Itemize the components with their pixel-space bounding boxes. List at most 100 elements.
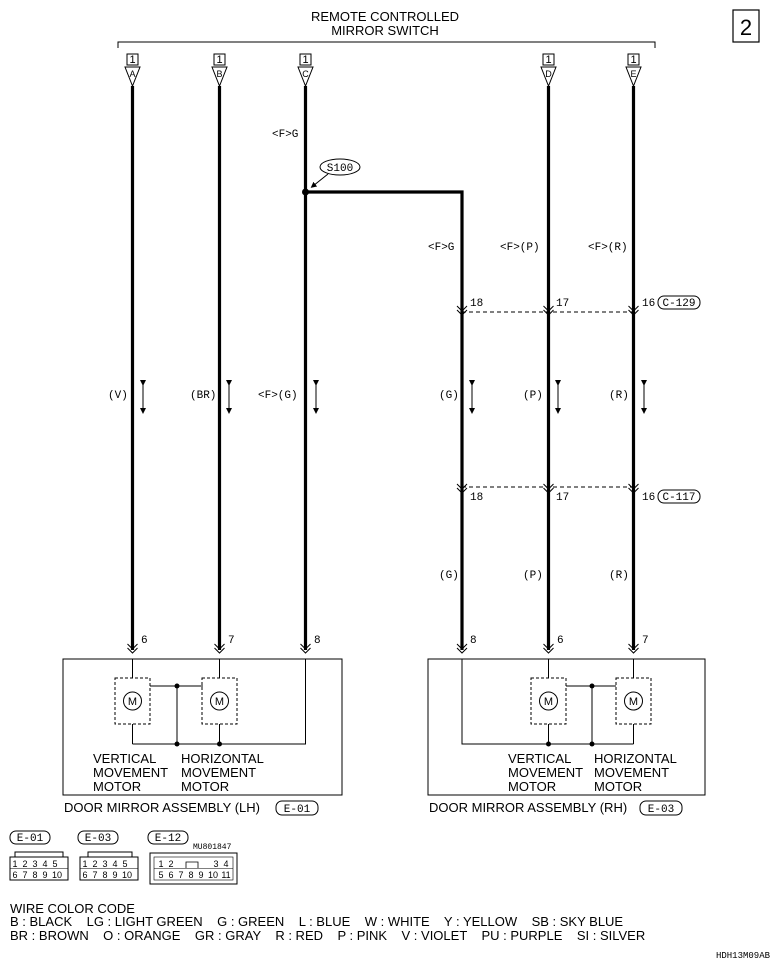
lh-horizontal-motor: M <box>201 677 238 725</box>
lh-motor1-line1: VERTICAL <box>93 751 156 766</box>
rh-pin-7: 7 <box>642 635 649 647</box>
wire-color-title: WIRE COLOR CODE <box>10 901 135 916</box>
wire-label-fg-top: <F>G <box>272 129 298 141</box>
connector-face-e01: E-01 1 2 3 4 5 6 7 8 9 10 <box>9 830 69 881</box>
wire-label-fp: <F>(P) <box>500 242 540 254</box>
assembly-chevrons <box>127 643 639 654</box>
svg-text:3: 3 <box>213 859 218 869</box>
rh-pin-6: 6 <box>557 635 564 647</box>
svg-text:1: 1 <box>82 859 87 869</box>
connector-c117-chevrons <box>456 483 639 494</box>
splice-point <box>302 188 309 196</box>
switch-pin-b: 1 B <box>211 53 228 88</box>
wire-label-r-low: (R) <box>609 570 629 582</box>
svg-text:C: C <box>302 69 309 79</box>
lh-motor2-line2: MOVEMENT <box>181 765 256 780</box>
connector-face-e12: E-12 MU801847 1 2 3 4 5 6 7 8 9 10 11 <box>147 830 238 885</box>
svg-text:2: 2 <box>92 859 97 869</box>
splice-label: S100 <box>327 163 353 175</box>
svg-text:9: 9 <box>112 870 117 880</box>
rh-motor1-line2: MOVEMENT <box>508 765 583 780</box>
rh-connector: E-03 <box>648 804 674 816</box>
svg-text:M: M <box>215 696 224 708</box>
svg-text:6: 6 <box>168 870 173 880</box>
splice-label-oval <box>319 158 361 176</box>
wire-label-br: (BR) <box>190 390 216 402</box>
svg-text:3: 3 <box>32 859 37 869</box>
rh-motor2-line1: HORIZONTAL <box>594 751 677 766</box>
rh-motor2-line3: MOTOR <box>594 779 642 794</box>
svg-text:2: 2 <box>168 859 173 869</box>
rh-assembly-box <box>427 658 706 796</box>
svg-text:M: M <box>544 696 553 708</box>
lh-pin-6: 6 <box>141 635 148 647</box>
svg-text:1: 1 <box>158 859 163 869</box>
lh-motor2-line1: HORIZONTAL <box>181 751 264 766</box>
pin-18b: 18 <box>470 492 483 504</box>
wire-color-line1: B : BLACK LG : LIGHT GREEN G : GREEN L :… <box>10 914 623 929</box>
switch-pin-d: 1 D <box>540 53 557 88</box>
svg-text:E-12: E-12 <box>155 833 181 845</box>
rh-assembly-label: DOOR MIRROR ASSEMBLY (RH) <box>429 800 627 815</box>
svg-text:8: 8 <box>32 870 37 880</box>
lh-pin-8: 8 <box>314 635 321 647</box>
svg-text:3: 3 <box>102 859 107 869</box>
connector-c117: C-117 <box>662 492 695 504</box>
wire-label-p-mid: (P) <box>523 390 543 402</box>
svg-text:M: M <box>629 696 638 708</box>
lh-motor1-line2: MOVEMENT <box>93 765 168 780</box>
wire-label-g-low: (G) <box>439 570 459 582</box>
lh-assembly-label: DOOR MIRROR ASSEMBLY (LH) <box>64 800 260 815</box>
pin-17a: 17 <box>556 298 569 310</box>
svg-text:4: 4 <box>42 859 47 869</box>
rh-pin-8: 8 <box>470 635 477 647</box>
svg-text:10: 10 <box>208 870 218 880</box>
connector-c129: C-129 <box>662 298 695 310</box>
svg-text:10: 10 <box>122 870 132 880</box>
document-code: HDH13M09AB <box>716 951 771 961</box>
svg-text:2: 2 <box>22 859 27 869</box>
svg-text:E: E <box>630 69 636 79</box>
svg-text:1: 1 <box>545 54 551 66</box>
lh-motor2-line3: MOTOR <box>181 779 229 794</box>
svg-text:1: 1 <box>630 54 636 66</box>
svg-text:4: 4 <box>223 859 228 869</box>
svg-text:4: 4 <box>112 859 117 869</box>
lh-connector: E-01 <box>284 804 311 816</box>
rh-vertical-motor: M <box>530 677 567 725</box>
svg-text:D: D <box>545 69 552 79</box>
switch-title-line1: REMOTE CONTROLLED <box>311 9 459 24</box>
switch-pin-a: 1 A <box>124 53 141 88</box>
rh-horizontal-motor: M <box>615 677 652 725</box>
lh-assembly-box <box>62 658 343 796</box>
svg-text:E-01: E-01 <box>17 833 44 845</box>
svg-text:M: M <box>128 696 137 708</box>
pin-16a: 16 <box>642 298 655 310</box>
switch-pin-c: 1 C <box>297 53 314 88</box>
svg-text:1: 1 <box>129 54 135 66</box>
svg-text:1: 1 <box>216 54 222 66</box>
connector-c129-chevrons <box>456 305 639 316</box>
page-number-box <box>732 9 760 43</box>
pin-16b: 16 <box>642 492 655 504</box>
connector-face-e03: E-03 1 2 3 4 5 6 7 8 9 10 <box>77 830 139 881</box>
switch-title-line2: MIRROR SWITCH <box>331 23 439 38</box>
wire-label-g-mid: (G) <box>439 390 459 402</box>
svg-text:B: B <box>216 69 222 79</box>
rh-motor2-line2: MOVEMENT <box>594 765 669 780</box>
wire-label-v: (V) <box>108 390 128 402</box>
wire-label-fg-mid: <F>(G) <box>258 390 298 402</box>
svg-text:11: 11 <box>221 870 230 880</box>
svg-text:A: A <box>129 69 135 79</box>
svg-text:8: 8 <box>188 870 193 880</box>
switch-pin-e: 1 E <box>625 53 642 88</box>
wire-label-fg-right: <F>G <box>428 242 454 254</box>
svg-text:8: 8 <box>102 870 107 880</box>
svg-text:1: 1 <box>302 54 308 66</box>
svg-text:5: 5 <box>158 870 163 880</box>
svg-text:1: 1 <box>12 859 17 869</box>
svg-text:10: 10 <box>52 870 62 880</box>
switch-bracket <box>117 41 656 48</box>
pin-18a: 18 <box>470 298 483 310</box>
page-number: 2 <box>740 15 752 40</box>
